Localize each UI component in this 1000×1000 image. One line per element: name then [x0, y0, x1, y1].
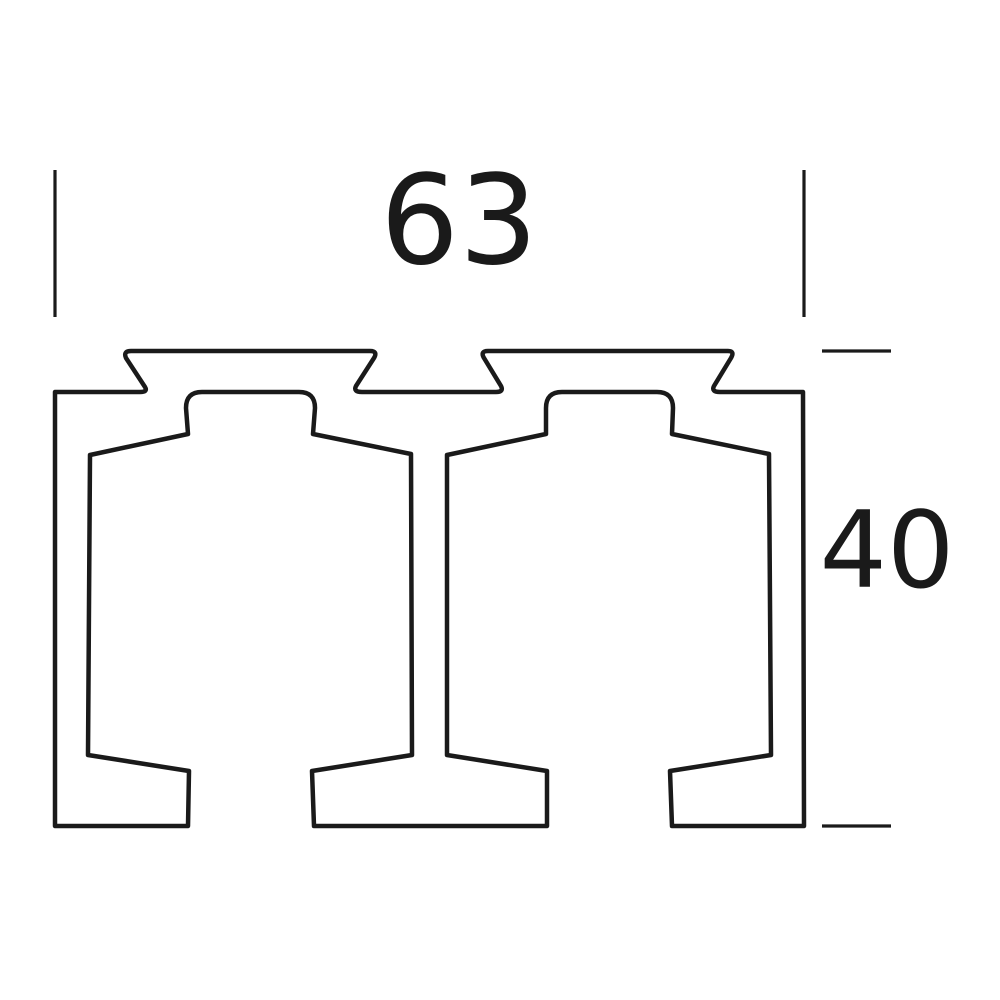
height-dimension-label: 40 — [820, 489, 955, 612]
width-dimension-label: 63 — [380, 149, 538, 293]
track-profile-outline — [52, 348, 807, 829]
